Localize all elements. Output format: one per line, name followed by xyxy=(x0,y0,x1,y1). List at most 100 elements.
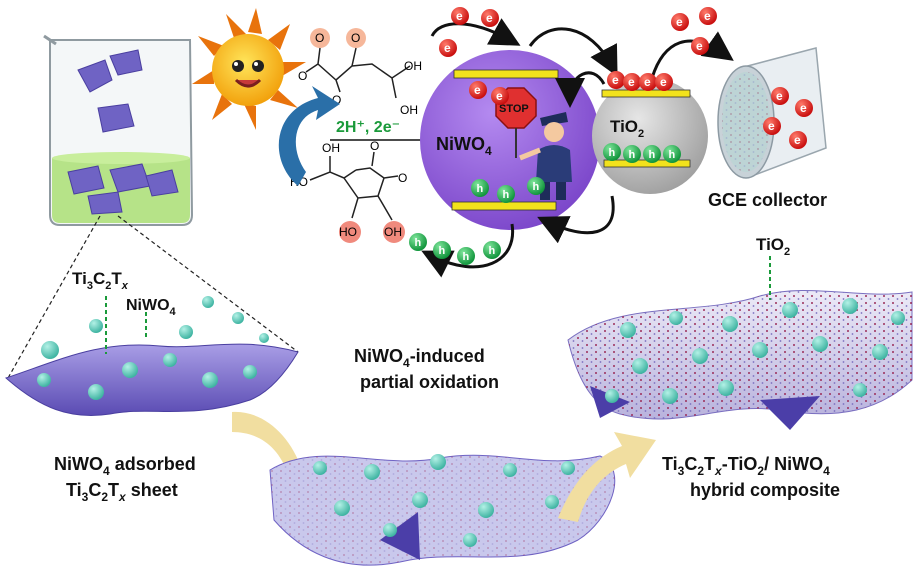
electron-ball xyxy=(655,73,673,91)
nanoparticle xyxy=(718,380,734,396)
nanoparticle xyxy=(478,502,494,518)
nanoparticle xyxy=(605,389,619,403)
niwo4-nanoparticles xyxy=(37,296,905,547)
electron-ball xyxy=(639,73,657,91)
electron: e xyxy=(795,99,813,117)
hole-symbol: h xyxy=(629,149,636,161)
hole-symbol: h xyxy=(439,245,446,257)
electron-symbol: e xyxy=(456,9,463,23)
hole-symbol: h xyxy=(609,147,616,159)
oxygen-atom-5: O xyxy=(398,171,407,185)
mxene-label: Ti3C2Tx xyxy=(72,269,129,292)
nanoparticle xyxy=(782,302,798,318)
nanoparticle xyxy=(752,342,768,358)
hole: h xyxy=(433,241,451,259)
gce-collector-label: GCE collector xyxy=(708,190,827,210)
hole: h xyxy=(643,145,661,163)
electron-symbol: e xyxy=(444,41,451,55)
hole-symbol: h xyxy=(533,181,540,193)
electron: e xyxy=(607,71,625,89)
hole: h xyxy=(457,247,475,265)
nanoparticle xyxy=(89,319,103,333)
nanoparticle xyxy=(202,296,214,308)
nanoparticle xyxy=(812,336,828,352)
hole-ball xyxy=(527,177,545,195)
yellow-arrow-right xyxy=(558,432,656,522)
electron: e xyxy=(451,7,469,25)
electron-ball xyxy=(481,9,499,27)
left-caption-line1: NiWO4 adsorbed xyxy=(54,454,196,478)
tio2-label: TiO2 xyxy=(610,117,644,140)
electron-ball xyxy=(789,131,807,149)
hole-ball xyxy=(643,145,661,163)
hole: h xyxy=(663,145,681,163)
nanoparticle xyxy=(620,322,636,338)
stop-text: STOP xyxy=(499,103,529,115)
hole-ball xyxy=(603,143,621,161)
electron-symbol: e xyxy=(768,119,775,133)
hole-ball xyxy=(409,233,427,251)
sun-icon xyxy=(192,8,306,130)
dehydroascorbic-acid: O O O O OH OH xyxy=(298,28,422,117)
electron-ball xyxy=(469,81,487,99)
oxidation-arrow xyxy=(278,86,340,186)
nanoparticle xyxy=(662,388,678,404)
nanoparticle xyxy=(364,464,380,480)
electron-symbol: e xyxy=(704,9,711,23)
hydroxyl-group-6: OH xyxy=(322,141,340,155)
hydroxyl-group-1: OH xyxy=(400,103,418,117)
electron: e xyxy=(491,87,509,105)
electron-ball xyxy=(491,87,509,105)
electron-ball xyxy=(763,117,781,135)
hole-symbol: h xyxy=(463,251,470,263)
electron-ball xyxy=(671,13,689,31)
electron-symbol: e xyxy=(486,11,493,25)
electron-symbol: e xyxy=(660,75,667,89)
hydroxyl-group-3: HO xyxy=(339,225,357,239)
hole-ball xyxy=(457,247,475,265)
nanoparticle xyxy=(632,358,648,374)
electron-symbol: e xyxy=(776,89,783,103)
conduction-band-tio2 xyxy=(601,89,691,98)
electron: e xyxy=(623,73,641,91)
electron-ball xyxy=(451,7,469,25)
hole-symbol: h xyxy=(477,183,484,195)
hole-symbol: h xyxy=(415,237,422,249)
electron-ball xyxy=(691,37,709,55)
valence-band-niwo4 xyxy=(451,201,557,211)
electron: e xyxy=(639,73,657,91)
ascorbic-acid: HO OH HO OH O O xyxy=(290,139,407,243)
gce-collector xyxy=(717,47,827,179)
electron-symbol: e xyxy=(644,75,651,89)
electron-ball xyxy=(439,39,457,57)
niwo4-tag-label: NiWO4 xyxy=(126,297,177,318)
hydroxyl-group-2: OH xyxy=(404,59,422,73)
nanoparticle xyxy=(88,384,104,400)
hole-ball xyxy=(433,241,451,259)
middle-caption-line2: partial oxidation xyxy=(360,372,499,392)
electron-ball xyxy=(607,71,625,89)
middle-caption-line1: NiWO4-induced xyxy=(354,346,485,370)
niwo4-sphere: NiWO4 xyxy=(420,50,600,230)
nanoparticle xyxy=(41,341,59,359)
electron-symbol: e xyxy=(800,101,807,115)
nanoparticle xyxy=(243,365,257,379)
hole-symbol: h xyxy=(649,149,656,161)
nanoparticle xyxy=(163,353,177,367)
hole: h xyxy=(603,143,621,161)
nanoparticle xyxy=(669,311,683,325)
hole-symbol: h xyxy=(669,149,676,161)
niwo4-label: NiWO4 xyxy=(436,134,492,158)
floating-sheets xyxy=(67,49,179,215)
electron-symbol: e xyxy=(496,89,503,103)
hole-symbol: h xyxy=(503,189,510,201)
nanoparticle xyxy=(313,461,327,475)
conduction-band-niwo4 xyxy=(453,69,559,79)
nanoparticle xyxy=(722,316,738,332)
nanoparticle xyxy=(122,362,138,378)
nanoparticle xyxy=(545,495,559,509)
nanoparticle xyxy=(503,463,517,477)
electron: e xyxy=(439,39,457,57)
niwo4-adsorbed-sheet xyxy=(5,343,299,416)
nanoparticle xyxy=(891,311,905,325)
